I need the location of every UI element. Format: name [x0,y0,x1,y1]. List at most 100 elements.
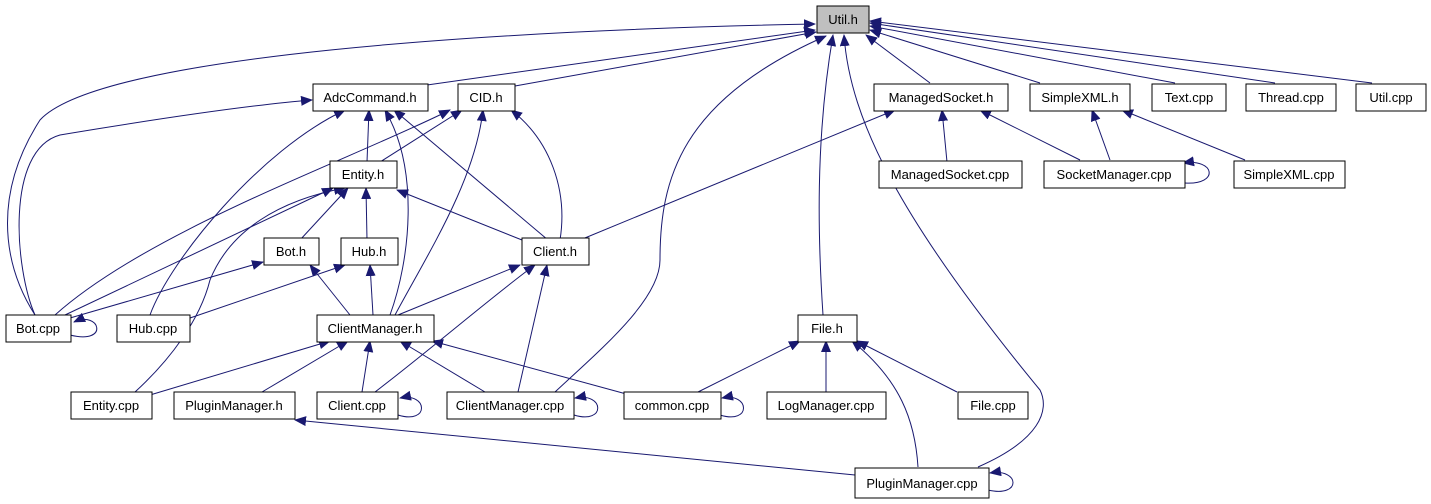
edge-socketmanager-cpp-self [1182,156,1210,184]
node-hub-h[interactable]: Hub.h [340,237,399,266]
node-managedsocket-cpp[interactable]: ManagedSocket.cpp [878,160,1023,189]
node-label: Client.h [533,244,577,259]
node-file-h[interactable]: File.h [797,314,858,343]
edge-client-h-to-entity-h [396,189,523,241]
node-cid-h[interactable]: CID.h [457,83,516,112]
edge-pluginmanager-cpp-to-file-h [851,340,919,468]
node-label: Bot.cpp [16,321,60,336]
node-label: PluginManager.h [185,398,283,413]
node-clientmanager-cpp[interactable]: ClientManager.cpp [446,391,575,420]
edge-entity-cpp-to-clientmanager-h [149,339,331,396]
edge-clientmanager-h-to-cid-h [394,109,487,316]
node-clientmanager-h[interactable]: ClientManager.h [316,314,435,343]
node-simplexml-h[interactable]: SimpleXML.h [1029,83,1131,112]
node-pluginmanager-h[interactable]: PluginManager.h [173,391,296,420]
node-label: Client.cpp [328,398,386,413]
edge-hub-h-to-entity-h [361,187,372,241]
node-label: ManagedSocket.cpp [891,167,1010,182]
edge-bot-cpp-self [69,312,98,338]
node-label: Entity.cpp [83,398,139,413]
edge-layer [7,17,1373,492]
node-adccommand-h[interactable]: AdcCommand.h [312,83,429,112]
edge-common-cpp-to-clientmanager-h [431,339,631,396]
node-bot-cpp[interactable]: Bot.cpp [5,314,72,343]
node-managedsocket-h[interactable]: ManagedSocket.h [873,83,1009,112]
edge-client-cpp-self [397,390,422,418]
node-client-cpp[interactable]: Client.cpp [316,391,399,420]
edge-pluginmanager-cpp-to-util-h [839,34,1044,468]
node-text-cpp[interactable]: Text.cpp [1151,83,1227,112]
node-file-cpp[interactable]: File.cpp [957,391,1029,420]
edge-simplexml-h-to-util-h [869,28,1041,84]
edge-cid-h-to-util-h [514,29,817,87]
node-label: Thread.cpp [1258,90,1324,105]
edge-file-cpp-to-file-h [856,340,958,393]
node-util-h[interactable]: Util.h [816,5,870,34]
node-label: PluginManager.cpp [866,476,977,491]
edge-text-cpp-to-util-h [869,23,1176,84]
node-pluginmanager-cpp[interactable]: PluginManager.cpp [854,467,990,499]
node-label: CID.h [469,90,502,105]
node-label: LogManager.cpp [778,398,875,413]
edge-thread-cpp-to-util-h [869,19,1276,84]
edge-bot-cpp-to-adccommand-h [18,95,313,316]
edge-client-cpp-to-clientmanager-h [361,340,374,393]
node-bot-h[interactable]: Bot.h [263,237,320,266]
edge-bot-cpp-to-cid-h [54,109,451,316]
node-entity-h[interactable]: Entity.h [329,160,398,189]
edge-managedsocket-cpp-to-managedsocket-h [938,109,949,163]
edge-clientmanager-cpp-to-util-h [554,35,827,393]
edge-common-cpp-to-file-h [697,340,801,393]
node-simplexml-cpp[interactable]: SimpleXML.cpp [1233,160,1346,189]
edge-clientmanager-h-to-adccommand-h [384,109,409,316]
edge-clientmanager-cpp-self [573,390,599,418]
edge-bot-h-to-entity-h [299,187,349,241]
node-entity-cpp[interactable]: Entity.cpp [70,391,153,420]
node-label: Entity.h [342,167,384,182]
edge-managedsocket-h-to-util-h [865,34,931,84]
node-client-h[interactable]: Client.h [521,237,590,266]
edge-socketmanager-cpp-to-simplexml-h [1091,109,1111,161]
node-label: ClientManager.h [328,321,423,336]
edge-client-h-to-cid-h [510,109,563,241]
node-label: Bot.h [276,244,306,259]
edge-bot-cpp-to-entity-h [64,187,334,316]
edge-hub-cpp-to-adccommand-h [149,109,346,316]
node-socketmanager-cpp[interactable]: SocketManager.cpp [1043,160,1186,189]
edge-client-h-to-managedsocket-h [579,109,896,241]
edge-client-h-to-adccommand-h [393,109,549,241]
edge-bot-cpp-to-util-h [7,19,816,316]
node-label: SimpleXML.h [1041,90,1118,105]
node-thread-cpp[interactable]: Thread.cpp [1245,83,1337,112]
edge-pluginmanager-h-to-clientmanager-h [261,340,349,393]
edge-clientmanager-cpp-to-client-h [517,264,550,393]
node-label: Hub.h [352,244,387,259]
edge-socketmanager-cpp-to-managedsocket-h [979,109,1081,161]
node-label: ManagedSocket.h [889,90,994,105]
edge-clientmanager-h-to-hub-h [365,264,376,316]
node-util-cpp[interactable]: Util.cpp [1355,83,1427,112]
edge-entity-h-to-adccommand-h [363,109,374,163]
node-label: Util.h [828,12,858,27]
edge-bot-cpp-to-bot-h [69,260,264,319]
node-label: SimpleXML.cpp [1243,167,1334,182]
edge-clientmanager-h-to-client-h [397,264,521,316]
edge-adccommand-h-to-util-h [419,26,816,87]
edge-entity-h-to-cid-h [379,109,463,163]
node-label: SocketManager.cpp [1057,167,1172,182]
node-common-cpp[interactable]: common.cpp [623,391,722,420]
edge-pluginmanager-cpp-to-pluginmanager-h [294,416,856,476]
node-label: File.cpp [970,398,1016,413]
node-hub-cpp[interactable]: Hub.cpp [116,314,191,343]
edge-client-cpp-to-client-h [374,264,536,393]
edge-entity-cpp-to-entity-h [134,185,346,393]
edge-clientmanager-h-to-bot-h [309,264,351,316]
node-label: common.cpp [635,398,709,413]
node-label: File.h [811,321,843,336]
edge-hub-cpp-to-hub-h [189,263,346,319]
node-label: ClientManager.cpp [456,398,564,413]
edge-common-cpp-self [719,390,744,418]
node-logmanager-cpp[interactable]: LogManager.cpp [766,391,887,420]
node-label: AdcCommand.h [323,90,416,105]
